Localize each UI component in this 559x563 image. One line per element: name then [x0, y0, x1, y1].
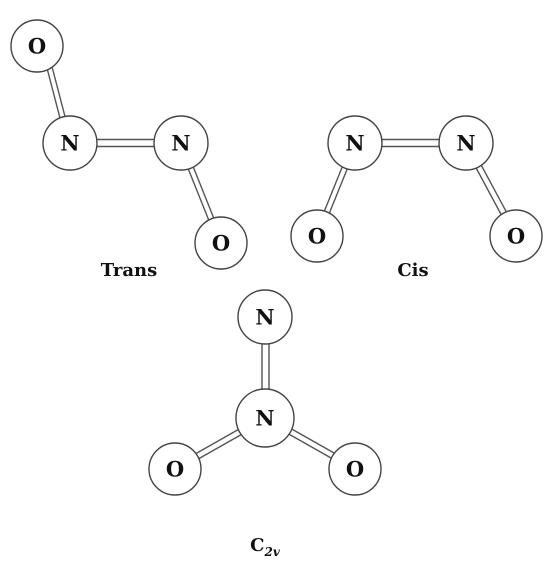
cis-atom-label: O — [308, 224, 326, 249]
cis-atom-oxygen-left: O — [290, 209, 344, 263]
trans-molecule: O N N O — [10, 19, 248, 270]
cis-label: Cis — [397, 260, 428, 281]
c2v-atom-label: O — [346, 457, 364, 482]
c2v-molecule: N N O O — [148, 289, 382, 496]
c2v-atom-label: N — [255, 406, 274, 431]
c2v-atom-nitrogen-center: N — [235, 388, 295, 448]
trans-atom-nitrogen-right: N — [153, 115, 209, 171]
c2v-atom-oxygen-right: O — [328, 442, 382, 496]
trans-atom-nitrogen-left: N — [42, 115, 98, 171]
trans-label: Trans — [101, 260, 157, 281]
trans-atom-label: O — [28, 34, 46, 59]
trans-atom-oxygen-bottom: O — [194, 216, 248, 270]
trans-atom-label: N — [171, 131, 190, 156]
c2v-atom-nitrogen-top: N — [237, 289, 293, 345]
cis-atom-nitrogen-right: N — [438, 115, 494, 171]
cis-atom-label: N — [345, 131, 364, 156]
c2v-label: C2v — [250, 535, 281, 559]
cis-atom-nitrogen-left: N — [327, 115, 383, 171]
cis-molecule: N N O O — [290, 115, 543, 263]
trans-atom-label: N — [60, 131, 79, 156]
trans-atom-label: O — [212, 231, 230, 256]
c2v-atom-oxygen-left: O — [148, 442, 202, 496]
c2v-label-main: C — [250, 535, 264, 556]
cis-atom-label: O — [507, 224, 525, 249]
cis-atom-label: N — [456, 131, 475, 156]
trans-atom-oxygen-top: O — [10, 19, 64, 73]
c2v-label-subscript: 2v — [264, 545, 281, 559]
c2v-atom-label: O — [166, 457, 184, 482]
c2v-atom-label: N — [255, 305, 274, 330]
cis-atom-oxygen-right: O — [489, 209, 543, 263]
